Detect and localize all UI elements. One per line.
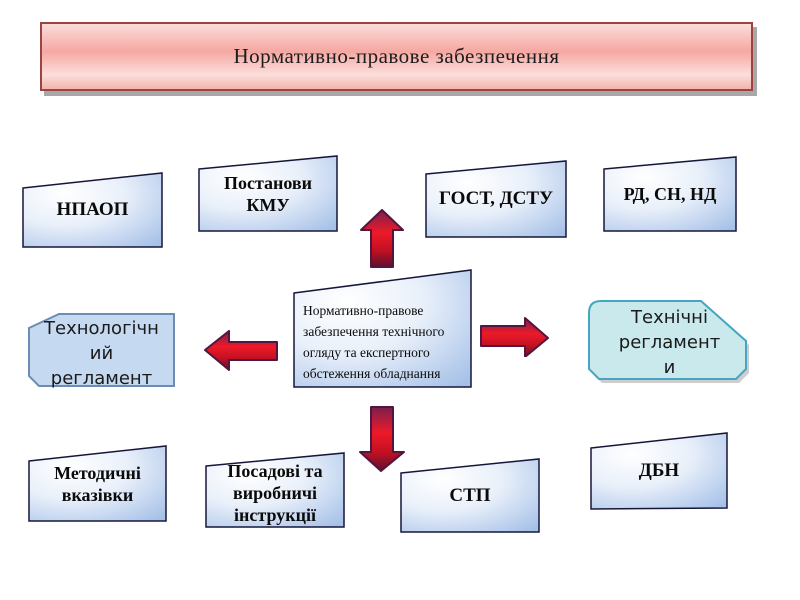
box-postanovy-kmu-label: Постанови КМУ <box>223 172 313 215</box>
box-stp-shape <box>400 458 540 533</box>
box-stp-label: СТП <box>449 484 491 506</box>
box-rd-sn-nd: РД, СН, НД <box>603 156 737 232</box>
title-banner: Нормативно-правове забезпечення <box>40 22 753 91</box>
box-npaop: НПАОП <box>22 172 163 248</box>
box-metodychni-vkazivky-shape <box>28 445 167 522</box>
box-rd-sn-nd-label: РД, СН, НД <box>623 184 717 204</box>
box-gost-dstu-shape <box>425 160 567 238</box>
box-tehnichni-reglamenty-shape <box>588 300 749 383</box>
box-rd-sn-nd-shape <box>603 156 737 232</box>
box-npaop-shape <box>22 172 163 248</box>
box-central-label: Нормативно-правове забезпечення технічно… <box>303 303 445 381</box>
box-tehnichni-reglamenty: Технічні регламент и <box>588 300 751 385</box>
box-tehnologichnyi-reglament-shape <box>28 313 175 387</box>
box-stp: СТП <box>400 458 540 533</box>
box-tehnichni-reglamenty-label: Технічні регламент и <box>618 307 721 378</box>
box-metodychni-vkazivky: Методичні вказівки <box>28 445 167 522</box>
box-posadovi-instruktsii-label: Посадові та виробничі інструкції <box>227 461 323 525</box>
box-gost-dstu-label: ГОСТ, ДСТУ <box>438 188 554 209</box>
box-dbn-label: ДБН <box>638 460 680 481</box>
box-dbn-shape <box>590 432 728 510</box>
arrow-down-icon <box>359 406 405 472</box>
box-postanovy-kmu-shape <box>198 155 338 232</box>
box-posadovi-instruktsii: Посадові та виробничі інструкції <box>205 452 345 528</box>
box-postanovy-kmu: Постанови КМУ <box>198 155 338 232</box>
arrow-right-icon <box>480 317 549 357</box>
arrow-up-icon <box>360 209 404 268</box>
box-central-shape <box>293 269 472 388</box>
arrow-left-icon <box>204 330 278 371</box>
box-central: Нормативно-правове забезпечення технічно… <box>293 269 472 388</box>
box-gost-dstu: ГОСТ, ДСТУ <box>425 160 567 238</box>
box-npaop-label: НПАОП <box>56 199 129 220</box>
box-metodychni-vkazivky-label: Методичні вказівки <box>54 462 141 505</box>
box-tehnologichnyi-reglament: Технологічн ий регламент <box>28 313 175 389</box>
box-posadovi-instruktsii-shape <box>205 452 345 528</box>
box-dbn: ДБН <box>590 432 728 510</box>
box-tehnologichnyi-reglament-label: Технологічн ий регламент <box>44 318 159 389</box>
slide-title: Нормативно-правове забезпечення <box>233 44 560 68</box>
